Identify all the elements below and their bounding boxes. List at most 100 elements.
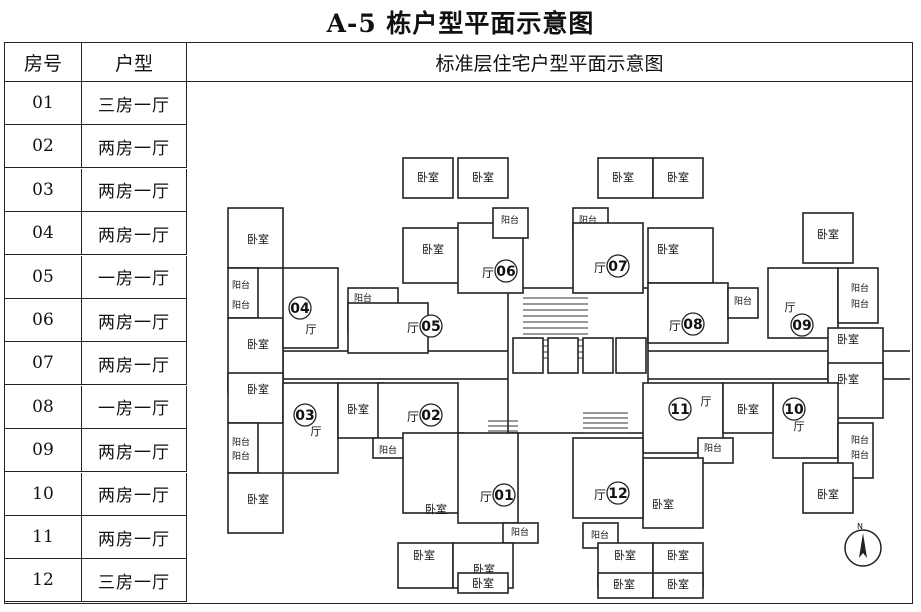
- hall-label: 厅: [594, 261, 606, 275]
- table-row-type: 一房一厅: [82, 255, 187, 299]
- page-title: A-5 栋户型平面示意图: [326, 9, 595, 38]
- bedroom-label: 卧室: [472, 170, 494, 184]
- hall-label: 厅: [785, 301, 796, 314]
- unit-number-circle: [288, 296, 312, 320]
- elevator-1: [512, 337, 544, 374]
- hall-label: 厅: [306, 323, 317, 336]
- balcony-label: 阳台: [501, 214, 519, 226]
- header-unit-type: 户型: [82, 43, 187, 82]
- bedroom-label: 卧室: [247, 232, 269, 246]
- bedroom-label: 卧室: [247, 337, 269, 351]
- table-row-number: 02: [5, 125, 82, 169]
- hall-label: 厅: [407, 321, 419, 335]
- room-outline: [227, 422, 259, 474]
- unit-number-label: 11: [670, 402, 689, 418]
- room-outline: [402, 432, 464, 514]
- bedroom-label: 卧室: [614, 548, 636, 562]
- hall-label: 厅: [407, 410, 419, 424]
- bedroom-label: 卧室: [652, 497, 674, 511]
- hall-label: 厅: [701, 395, 712, 408]
- room-outline: [837, 267, 879, 324]
- unit-number-label: 09: [792, 318, 811, 334]
- room-outline: [727, 287, 759, 319]
- bedroom-label: 卧室: [472, 576, 494, 590]
- elevator-4: [615, 337, 647, 374]
- unit-number-circle: [606, 481, 630, 505]
- unit-number-circle: [492, 483, 516, 507]
- table-row-number: 08: [5, 385, 82, 429]
- unit-number-label: 05: [421, 319, 440, 335]
- room-outline: [572, 222, 644, 294]
- unit-number-label: 12: [608, 486, 627, 502]
- room-outline: [597, 157, 654, 199]
- compass-north-label: N: [857, 522, 863, 531]
- room-outline: [227, 207, 284, 269]
- header-room-number: 房号: [5, 43, 82, 82]
- hall-label: 厅: [669, 319, 681, 333]
- room-outline: [227, 267, 259, 319]
- table-row-type: 两房一厅: [82, 516, 187, 559]
- room-outline: [772, 382, 839, 459]
- header-floor-plan: 标准层住宅户型平面示意图: [187, 43, 912, 82]
- table-row-number: 07: [5, 342, 82, 386]
- unit-number-label: 06: [496, 264, 515, 280]
- room-outline: [337, 382, 384, 439]
- balcony-label: 阳台: [232, 299, 250, 311]
- hall-label: 厅: [594, 488, 606, 502]
- unit-number-label: 03: [295, 408, 314, 424]
- bedroom-label: 卧室: [612, 170, 634, 184]
- unit-number-circle: [419, 403, 443, 427]
- unit-number-circle: [494, 259, 518, 283]
- table-row-number: 01: [5, 82, 82, 125]
- bedroom-label: 卧室: [817, 227, 839, 241]
- room-outline: [492, 207, 529, 239]
- hall-label: 厅: [794, 420, 805, 433]
- table-row-type: 三房一厅: [82, 559, 187, 603]
- room-outline: [642, 457, 704, 529]
- table-row-number: 06: [5, 299, 82, 342]
- unit-number-circle: [790, 313, 814, 337]
- table-row-type: 两房一厅: [82, 429, 187, 473]
- balcony-label: 阳台: [591, 529, 609, 541]
- table-row-type: 两房一厅: [82, 342, 187, 386]
- room-outline: [227, 472, 284, 534]
- compass-needle: [859, 533, 867, 558]
- unit-number-label: 04: [290, 301, 310, 317]
- bedroom-label: 卧室: [247, 492, 269, 506]
- unit-number-label: 10: [784, 402, 804, 418]
- table-row-type: 两房一厅: [82, 472, 187, 516]
- bedroom-label: 卧室: [425, 502, 447, 516]
- balcony-label: 阳台: [851, 449, 869, 461]
- room-outline: [597, 572, 654, 599]
- table-row-number: 09: [5, 429, 82, 473]
- bedroom-label: 卧室: [413, 548, 435, 562]
- bedroom-label: 卧室: [613, 577, 635, 591]
- room-outline: [347, 302, 429, 354]
- table-row-number: 04: [5, 212, 82, 256]
- bedroom-label: 卧室: [817, 487, 839, 501]
- hall-label: 厅: [311, 425, 322, 438]
- bedroom-label: 卧室: [667, 170, 689, 184]
- table-row-number: 12: [5, 559, 82, 603]
- unit-number-label: 02: [421, 408, 440, 424]
- room-outline: [802, 212, 854, 264]
- room-outline: [457, 572, 509, 594]
- room-outline: [572, 437, 644, 519]
- bedroom-label: 卧室: [347, 402, 369, 416]
- hall-label: 厅: [480, 490, 492, 504]
- balcony-label: 阳台: [704, 442, 722, 454]
- balcony-label: 阳台: [851, 434, 869, 446]
- room-outline: [802, 462, 854, 514]
- unit-number-label: 08: [683, 317, 702, 333]
- balcony-label: 阳台: [734, 295, 752, 307]
- balcony-label: 阳台: [232, 279, 250, 291]
- balcony-label: 阳台: [232, 450, 250, 462]
- table-row-type: 一房一厅: [82, 385, 187, 429]
- room-outline: [402, 157, 454, 199]
- balcony-label: 阳台: [379, 444, 397, 456]
- floor-plan-svg: 卧室阳台阳台卧室04厅卧室阳台阳台卧室03厅阳台05厅卧室卧室卧室06厅阳台卧室…: [227, 157, 914, 599]
- table-row-number: 05: [5, 255, 82, 299]
- table-row-type: 两房一厅: [82, 168, 187, 212]
